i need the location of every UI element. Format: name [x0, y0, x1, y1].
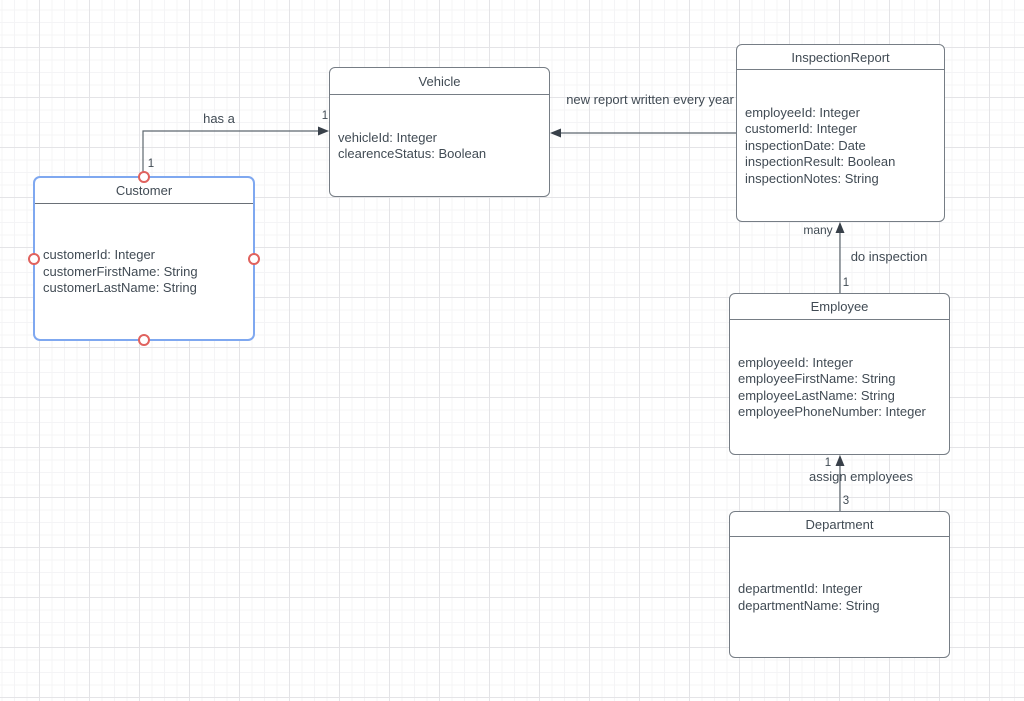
- class-customer-attributes: customerId: Integer customerFirstName: S…: [35, 204, 253, 356]
- attribute-line: departmentName: String: [738, 597, 880, 613]
- multiplicity-department-end[interactable]: 3: [842, 495, 850, 507]
- class-inspection-report[interactable]: InspectionReport employeeId: Integer cus…: [736, 44, 945, 222]
- class-employee-title[interactable]: Employee: [730, 294, 949, 320]
- class-vehicle[interactable]: Vehicle vehicleId: Integer clearenceStat…: [329, 67, 550, 197]
- connection-handle-left[interactable]: [28, 252, 40, 265]
- edge-has-a-arrowhead: [318, 126, 329, 136]
- class-department-title[interactable]: Department: [730, 512, 949, 537]
- connection-handle-top[interactable]: [138, 171, 150, 183]
- attribute-line: inspectionDate: Date: [745, 137, 866, 153]
- multiplicity-employee-bottom-end[interactable]: 1: [824, 457, 832, 469]
- connection-handle-right[interactable]: [248, 252, 260, 265]
- edge-label-assign-employees[interactable]: assign employees: [808, 469, 914, 484]
- attribute-line: customerFirstName: String: [43, 263, 198, 279]
- attribute-line: clearenceStatus: Boolean: [338, 146, 487, 161]
- class-inspection-report-attributes: employeeId: Integer customerId: Integer …: [737, 70, 944, 222]
- edge-assign-employees-arrowhead: [835, 455, 845, 466]
- class-employee[interactable]: Employee employeeId: Integer employeeFir…: [729, 293, 950, 455]
- multiplicity-employee-top-end[interactable]: 1: [842, 277, 850, 289]
- connection-handle-bottom[interactable]: [138, 334, 150, 346]
- attribute-line: employeeId: Integer: [745, 104, 860, 120]
- attribute-line: inspectionNotes: String: [745, 170, 879, 186]
- multiplicity-vehicle-end[interactable]: 1: [321, 110, 329, 122]
- attribute-line: vehicleId: Integer: [338, 129, 438, 145]
- attribute-line: customerId: Integer: [43, 247, 155, 263]
- edge-label-new-report[interactable]: new report written every year: [566, 92, 734, 107]
- class-customer-title[interactable]: Customer: [35, 178, 253, 204]
- attribute-line: employeeLastName: String: [738, 387, 895, 403]
- attribute-line: customerId: Integer: [745, 121, 857, 137]
- multiplicity-customer-end[interactable]: 1: [147, 158, 155, 170]
- class-customer[interactable]: Customer customerId: Integer customerFir…: [28, 171, 260, 346]
- class-department[interactable]: Department departmentId: Integer departm…: [729, 511, 950, 658]
- edge-new-report-arrowhead: [550, 128, 561, 138]
- class-inspection-report-title[interactable]: InspectionReport: [737, 45, 944, 70]
- class-department-attributes: departmentId: Integer departmentName: St…: [730, 537, 949, 658]
- class-employee-attributes: employeeId: Integer employeeFirstName: S…: [730, 320, 949, 455]
- attribute-line: departmentId: Integer: [738, 581, 863, 596]
- multiplicity-inspection-end[interactable]: many: [803, 223, 833, 237]
- edge-has-a[interactable]: [142, 130, 320, 176]
- attribute-line: employeeId: Integer: [738, 354, 853, 370]
- class-vehicle-title[interactable]: Vehicle: [330, 68, 549, 95]
- attribute-line: employeeFirstName: String: [738, 371, 896, 386]
- attribute-line: employeePhoneNumber: Integer: [738, 404, 926, 419]
- class-vehicle-attributes: vehicleId: Integer clearenceStatus: Bool…: [330, 95, 549, 197]
- edge-do-inspection-arrowhead: [835, 222, 845, 233]
- attribute-line: customerLastName: String: [43, 280, 197, 296]
- edge-label-do-inspection[interactable]: do inspection: [850, 249, 928, 264]
- attribute-line: inspectionResult: Boolean: [745, 154, 896, 170]
- edge-label-has-a[interactable]: has a: [203, 111, 235, 126]
